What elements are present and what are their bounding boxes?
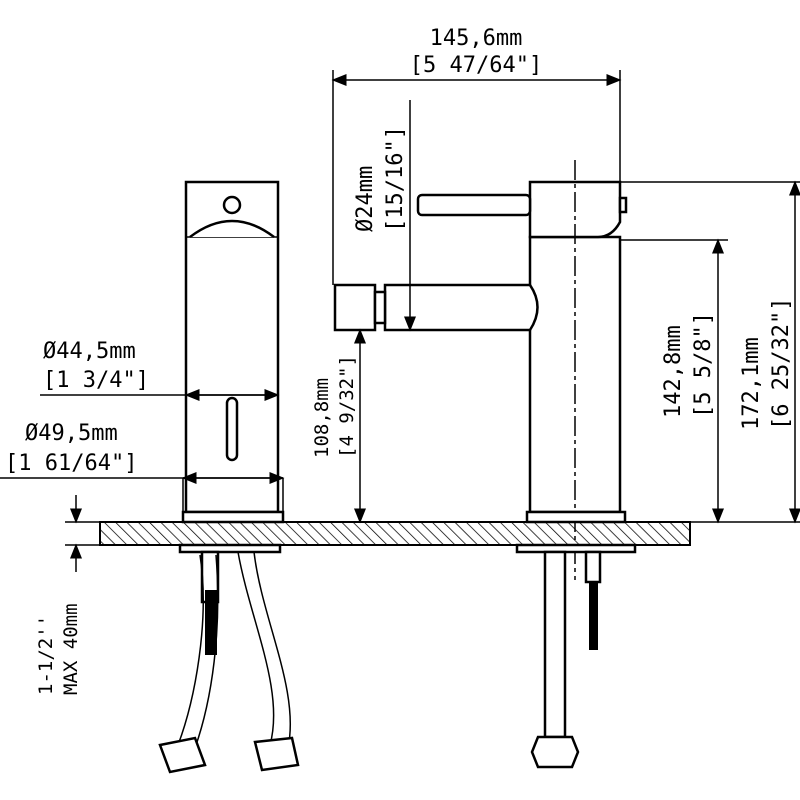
aerator-mm-label: Ø24mm — [353, 166, 378, 232]
total-height-mm-label: 172,1mm — [739, 337, 764, 430]
spout — [383, 283, 539, 332]
body-diameter-inch-label: [1 3/4"] — [43, 368, 149, 393]
lever-handle — [416, 193, 532, 217]
faucet-front-view — [333, 160, 637, 769]
counter-thickness-mm-label: MAX 40mm — [60, 603, 82, 695]
spout-height-mm-label: 108,8mm — [311, 378, 333, 458]
countertop — [99, 521, 691, 546]
spout-height-inch-label: [4 9/32"] — [336, 355, 358, 458]
dimension-lines — [0, 70, 800, 572]
hose-nut-right — [253, 736, 300, 772]
counter-thickness-inch-label: 1-1/2'' — [35, 615, 57, 695]
aerator-inch-label: [15/16"] — [383, 126, 408, 232]
hose-nut-left — [158, 736, 207, 774]
body-diameter-mm-label: Ø44,5mm — [43, 339, 136, 364]
total-height-inch-label: [6 25/32"] — [769, 298, 794, 430]
body-height-inch-label: [5 5/8"] — [691, 312, 716, 418]
faucet-side-view — [158, 180, 300, 774]
body-height-mm-label: 142,8mm — [661, 325, 686, 418]
width-inch-label: [5 47/64"] — [410, 53, 542, 78]
side-slot — [225, 396, 239, 462]
base-diameter-mm-label: Ø49,5mm — [25, 421, 118, 446]
supply-nut — [530, 735, 580, 769]
width-mm-label: 145,6mm — [430, 26, 523, 51]
base-diameter-inch-label: [1 61/64"] — [5, 451, 137, 476]
handle-knob-icon — [222, 195, 242, 215]
